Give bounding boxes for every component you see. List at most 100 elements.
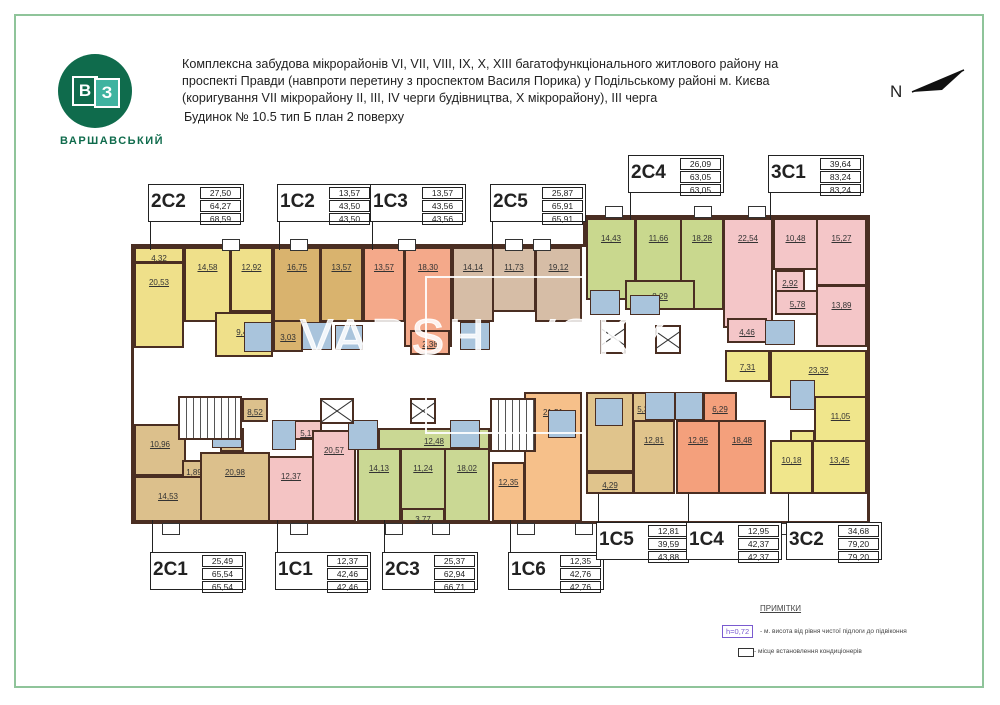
ac-unit-icon [694, 206, 712, 218]
logo-badge-left: В [72, 76, 98, 106]
apartment-area-value: 43,56 [422, 213, 463, 225]
apartment-code: 2C1 [153, 559, 188, 580]
apartment-code: 1C6 [511, 559, 546, 580]
room-2c2: 4,32 [134, 247, 184, 263]
north-arrow-icon [911, 69, 965, 93]
room-2c3: 18,02 [444, 448, 490, 522]
apartment-area-value: 63,05 [680, 184, 721, 196]
leader-line [688, 494, 689, 522]
apartment-area-value: 42,46 [327, 568, 368, 580]
room-3c2: 13,45 [812, 440, 867, 494]
bathroom [460, 322, 490, 350]
apartment-code: 1C4 [689, 529, 724, 550]
apartment-code: 1C3 [373, 191, 408, 212]
legend-height-desc: - м. висота від рівня чистої підлоги до … [760, 628, 907, 635]
apartment-area-value: 13,57 [329, 187, 370, 199]
leader-line [384, 520, 385, 552]
bathroom [244, 322, 272, 352]
ac-unit-icon [605, 206, 623, 218]
bathroom [630, 295, 660, 315]
leader-line [598, 494, 599, 522]
room-1c3: 13,57 [363, 247, 405, 322]
apartment-area-value: 42,46 [327, 581, 368, 593]
elevator [600, 320, 626, 354]
room-1c5: 4,29 [586, 472, 634, 494]
leader-line [372, 222, 373, 250]
ac-unit-icon [222, 239, 240, 251]
bathroom [348, 420, 378, 450]
apartment-area-value: 34,68 [838, 525, 879, 537]
leader-line [152, 520, 153, 552]
room-2c4: 11,66 [635, 218, 682, 283]
logo-text: ВАРШАВСЬКИЙ [60, 135, 165, 147]
apartment-area-value: 43,50 [329, 213, 370, 225]
bathroom [765, 320, 795, 345]
header-subtitle: Будинок № 10.5 тип Б план 2 поверху [184, 110, 405, 124]
apartment-area-value: 79,20 [838, 538, 879, 550]
apartment-area-value: 42,76 [560, 568, 601, 580]
apartment-area-value: 13,57 [422, 187, 463, 199]
apartment-area-value: 25,37 [434, 555, 475, 567]
watermark: VARSHAVSKY [300, 309, 672, 366]
room-1c6: 12,35 [492, 462, 525, 522]
room-3c2: 10,18 [770, 440, 813, 494]
apartment-code: 3C2 [789, 529, 824, 550]
room-3c1: 15,27 [816, 218, 867, 286]
ac-unit-icon [432, 523, 450, 535]
room-3c1: 5,78 [775, 290, 820, 315]
apartment-area-value: 65,91 [542, 200, 583, 212]
ac-unit-icon [398, 239, 416, 251]
leader-line [150, 222, 151, 250]
room-3c1: 13,89 [816, 285, 867, 347]
header-line: проспекті Правди (навпроти перетину з пр… [182, 74, 770, 88]
apartment-code: 2C4 [631, 162, 666, 183]
ac-unit-icon [162, 523, 180, 535]
leader-line [510, 520, 511, 552]
room-3c2: 11,05 [814, 396, 867, 442]
apartment-area-value: 68,59 [200, 213, 241, 225]
apartment-area-value: 42,37 [738, 538, 779, 550]
apartment-area-value: 42,76 [560, 581, 601, 593]
bathroom [302, 322, 332, 350]
apartment-code: 1C1 [278, 559, 313, 580]
apartment-area-value: 43,88 [648, 551, 689, 563]
apartment-area-value: 63,05 [680, 171, 721, 183]
bathroom [272, 420, 296, 450]
corridor [150, 358, 725, 390]
bathroom [645, 392, 675, 420]
room-1c4: 12,95 [676, 420, 720, 494]
apartment-area-value: 42,37 [738, 551, 779, 563]
apartment-area-value: 26,09 [680, 158, 721, 170]
room-2c2: 14,58 [184, 247, 231, 322]
legend-ac-icon [738, 648, 754, 657]
apartment-area-value: 83,24 [820, 171, 861, 183]
staircase [178, 396, 242, 440]
apartment-area-value: 64,27 [200, 200, 241, 212]
apartment-code: 1C5 [599, 529, 634, 550]
watermark-frame [425, 276, 584, 434]
legend-title: ПРИМІТКИ [760, 604, 802, 613]
apartment-code: 2C2 [151, 191, 186, 212]
logo: В З [58, 54, 132, 128]
apartment-area-value: 79,20 [838, 551, 879, 563]
room-1c2: 13,57 [320, 247, 363, 322]
room-3c2: 23,32 [770, 350, 867, 398]
elevator [410, 398, 436, 424]
apartment-area-value: 12,35 [560, 555, 601, 567]
room-2c1: 14,53 [134, 476, 202, 522]
leader-line [279, 222, 280, 250]
leader-line [277, 520, 278, 552]
room-3c1: 4,46 [727, 318, 767, 343]
apartment-area-value: 43,50 [329, 200, 370, 212]
apartment-area-value: 27,50 [200, 187, 241, 199]
header-line: (коригування VII мікрорайону II, III, IV… [182, 91, 658, 105]
room-3c1: 10,48 [773, 218, 818, 270]
room-2c3: 3,77 [401, 508, 445, 524]
header: Комплексна забудова мікрорайонів VI, VII… [182, 56, 882, 126]
header-line: Комплексна забудова мікрорайонів VI, VII… [182, 57, 779, 71]
